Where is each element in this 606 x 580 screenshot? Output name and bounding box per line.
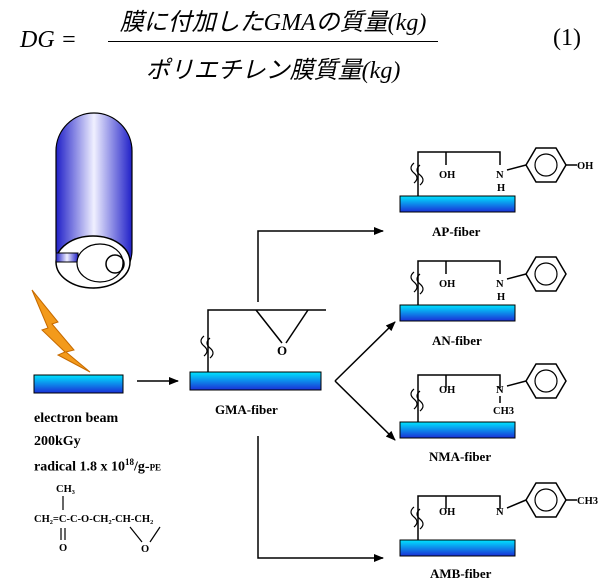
ap-fiber-group: OH N H OH [399,147,593,213]
arrow-to-an [334,321,396,382]
gma-epoxy-o: O [277,343,287,358]
ap-h: H [497,183,505,194]
an-n: N [496,279,504,290]
gma-epoxy-o-atom: O [141,544,149,555]
dose-label: 200kGy [34,434,81,449]
ap-para-oh: OH [577,161,593,172]
radical-unit: /g- [134,459,150,475]
an-fiber-label: AN-fiber [432,333,482,348]
ap-oh: OH [439,170,455,181]
radical-prefix: radical 1.8 x 10 [34,459,125,475]
amb-fiber-group: OH N CH3 [399,482,598,557]
nma-oh: OH [439,385,455,396]
ap-n: N [496,170,504,181]
gma-ch3: CH₃ [56,484,75,495]
arrow-to-amb [257,436,384,562]
lightning-bolt-icon [31,289,91,373]
equation-number: (1) [553,25,581,51]
arrow-to-ap [257,227,384,302]
nma-fiber-group: OH N CH3 [399,363,567,439]
amb-fiber-label: AMB-fiber [430,566,492,580]
nma-ch3: CH3 [493,406,514,417]
radical-exponent: 18 [125,457,134,467]
gma-carbonyl-o: O [59,543,67,554]
ap-fiber-label: AP-fiber [432,224,481,239]
an-oh: OH [439,279,455,290]
gma-fiber-bar [189,371,322,391]
equation-lhs: DG = [20,27,77,53]
an-h: H [497,292,505,303]
equation-denominator: ポリエチレン膜質量(kg) [145,58,401,84]
arrow-to-nma [334,380,396,441]
an-fiber-group: OH N H [399,256,567,322]
radical-unit-sub: PE [149,462,162,473]
electron-beam-drum-icon [55,112,133,289]
nma-fiber-label: NMA-fiber [429,449,491,464]
amb-oh: OH [439,507,455,518]
equation-numerator: 膜に付加したGMAの質量(kg) [119,10,427,36]
electron-beam-label: electron beam [34,411,119,426]
gma-chain: CH₂=C-C-O-CH₂-CH-CH₂ [34,514,153,525]
equation-fraction-line [108,41,438,42]
gma-monomer-structure: CH₃ CH₂=C-C-O-CH₂-CH-CH₂ O O [34,484,161,555]
amb-n: N [496,507,504,518]
radical-label: radical 1.8 x 1018/g-PE [34,452,161,478]
gma-fiber-group: O [189,309,326,391]
nma-n: N [496,385,504,396]
amb-ch3: CH3 [577,496,598,507]
base-fiber [33,374,124,394]
gma-fiber-label: GMA-fiber [215,402,278,417]
